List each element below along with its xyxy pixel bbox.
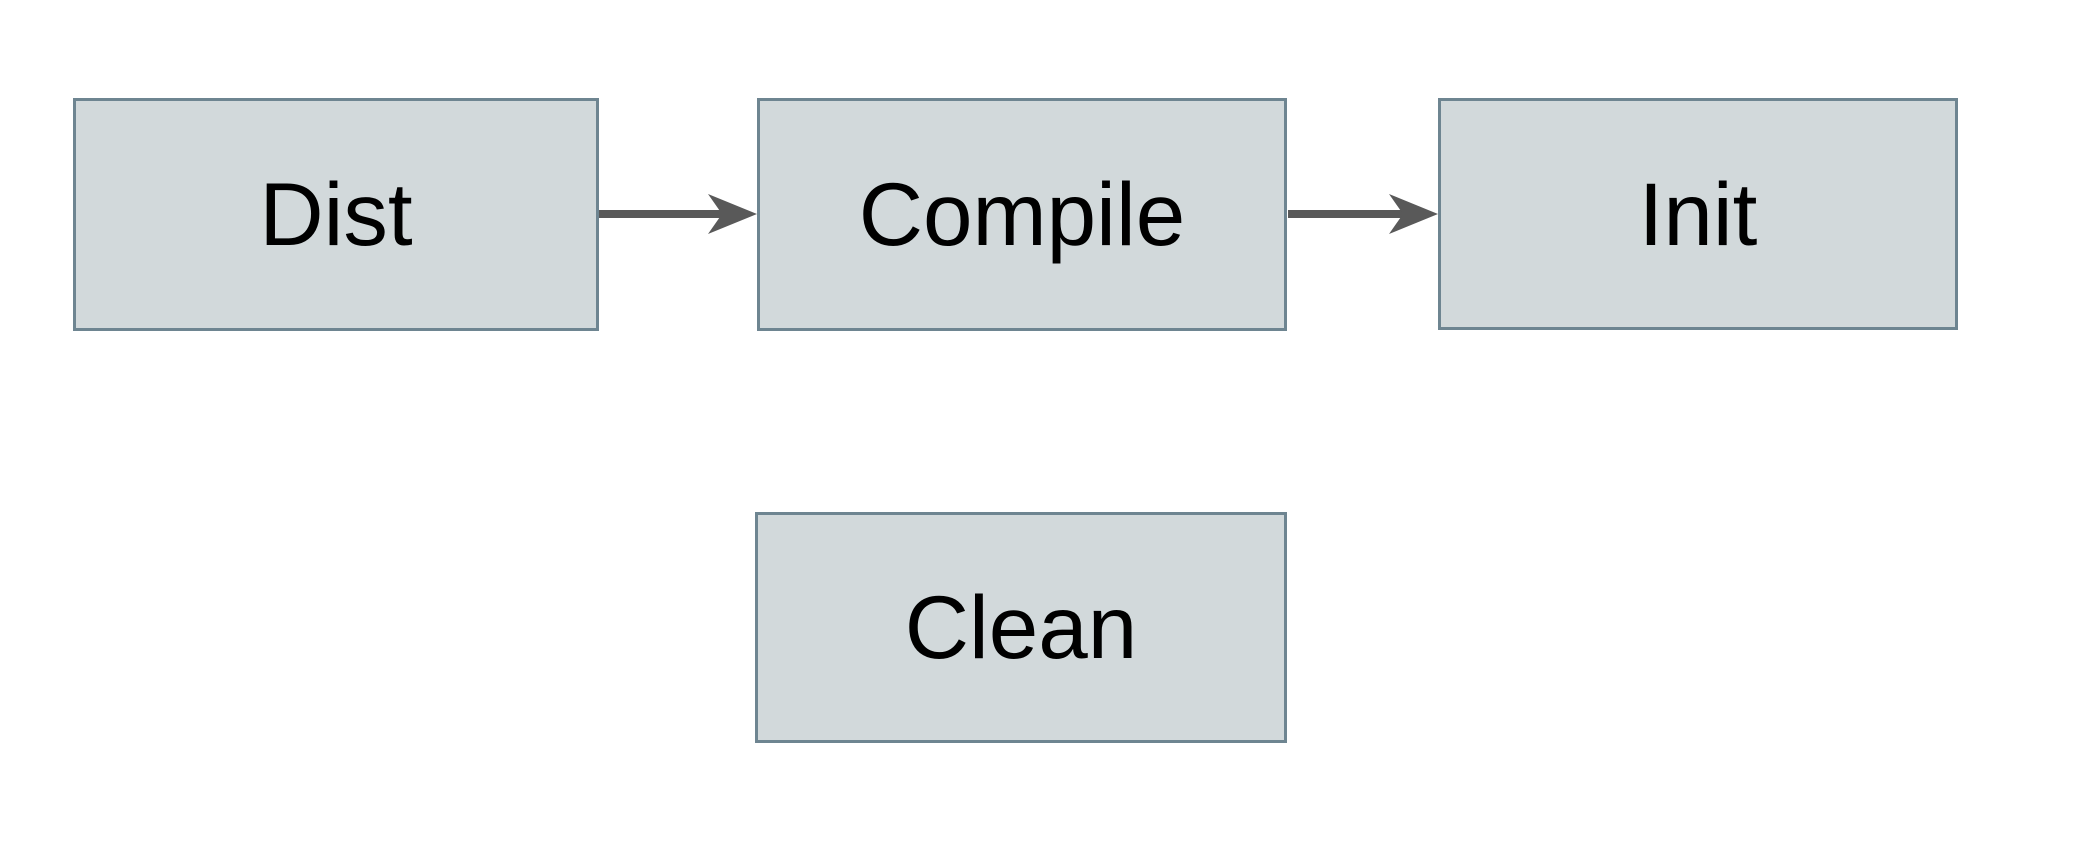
node-init[interactable]: Init [1438,98,1958,330]
arrow-compile-to-init [1288,194,1438,234]
node-dist[interactable]: Dist [73,98,599,331]
node-label-init: Init [1638,163,1758,264]
node-compile[interactable]: Compile [757,98,1287,331]
node-label-compile: Compile [858,164,1186,264]
node-clean[interactable]: Clean [755,512,1287,743]
arrowhead-icon [708,194,757,234]
node-label-clean: Clean [904,577,1138,677]
arrowhead-icon [1389,194,1438,234]
node-label-dist: Dist [259,164,413,264]
arrow-dist-to-compile [599,194,757,234]
